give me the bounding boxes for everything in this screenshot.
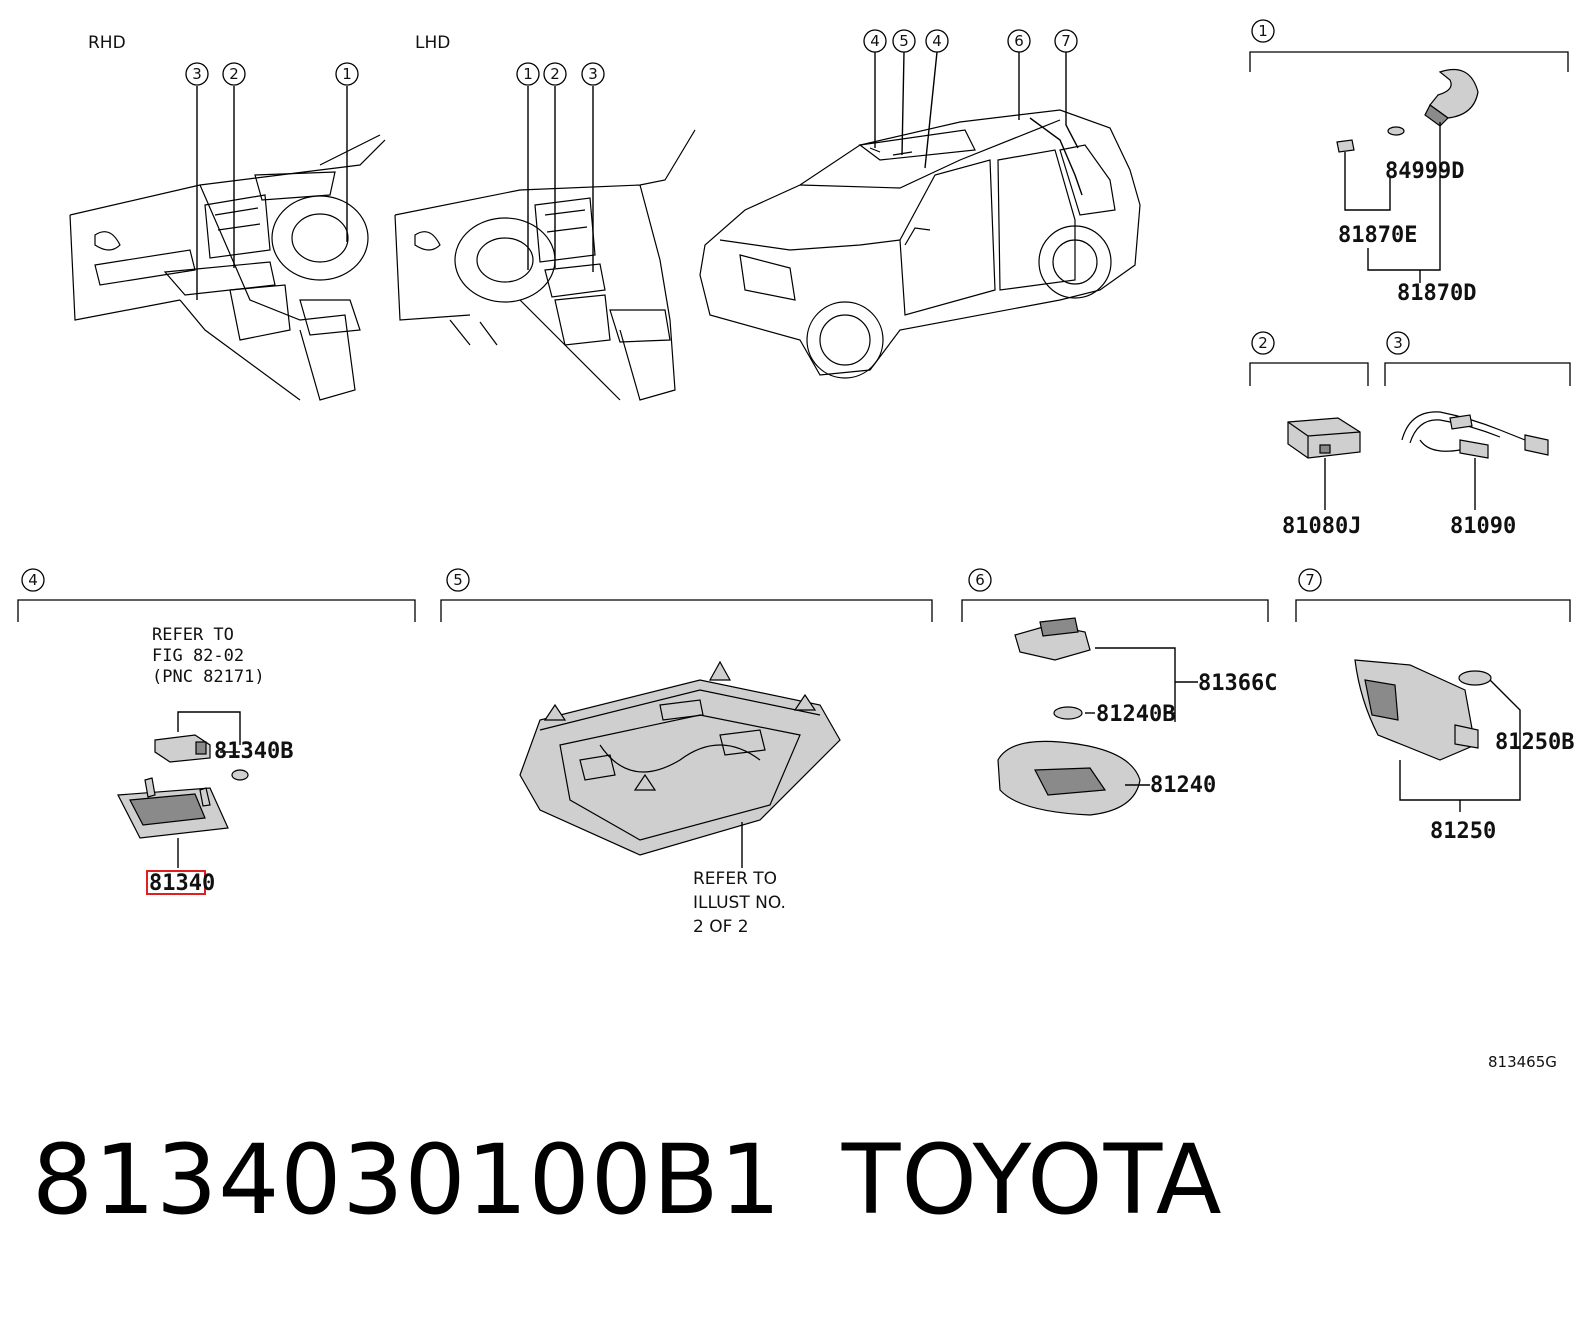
refer-fig-line-2: FIG 82-02 xyxy=(152,646,244,666)
callout-4a-suv: 4 xyxy=(863,29,887,53)
svg-text:1: 1 xyxy=(342,65,352,83)
part-81870D: 81870D xyxy=(1397,281,1476,306)
svg-text:5: 5 xyxy=(899,32,909,50)
group-4: 4 REFER TO FIG 82-02 (PNC 82171) 81340B … xyxy=(17,568,416,896)
parts-diagram: RHD 3 2 1 LHD 1 2 3 xyxy=(17,19,1574,1071)
rhd-label: RHD xyxy=(88,33,126,53)
svg-text:6: 6 xyxy=(1014,32,1024,50)
footer-part-number: 8134030100B1 xyxy=(32,1124,782,1236)
illustration-code: 813465G xyxy=(1488,1053,1557,1071)
callout-3-rhd: 3 xyxy=(185,62,209,86)
svg-text:2: 2 xyxy=(550,65,560,83)
part-81240B: 81240B xyxy=(1096,702,1175,727)
part-81250: 81250 xyxy=(1430,819,1496,844)
svg-text:7: 7 xyxy=(1061,32,1071,50)
group-1-callout: 1 xyxy=(1251,19,1275,43)
svg-text:6: 6 xyxy=(975,571,985,589)
group-3-callout: 3 xyxy=(1386,331,1410,355)
part-84999D: 84999D xyxy=(1385,159,1464,184)
suv-illustration: 4 5 4 6 7 xyxy=(699,29,1141,379)
part-81340B: 81340B xyxy=(214,739,293,764)
svg-text:3: 3 xyxy=(192,65,202,83)
callout-1-rhd: 1 xyxy=(335,62,359,86)
lhd-label: LHD xyxy=(415,33,450,53)
group-5-callout: 5 xyxy=(446,568,470,592)
svg-text:4: 4 xyxy=(870,32,880,50)
refer-illust-line-3: 2 OF 2 xyxy=(693,917,749,937)
callout-6-suv: 6 xyxy=(1007,29,1031,53)
svg-text:1: 1 xyxy=(1258,22,1268,40)
group-4-callout: 4 xyxy=(21,568,45,592)
group-6-callout: 6 xyxy=(968,568,992,592)
svg-text:7: 7 xyxy=(1305,571,1315,589)
refer-illust-line-1: REFER TO xyxy=(693,869,777,889)
group-7: 7 81250B 81250 xyxy=(1295,568,1574,844)
refer-illust-line-2: ILLUST NO. xyxy=(693,893,786,913)
refer-fig-line-3: (PNC 82171) xyxy=(152,667,265,687)
svg-text:5: 5 xyxy=(453,571,463,589)
svg-text:2: 2 xyxy=(1258,334,1268,352)
part-81080J: 81080J xyxy=(1282,514,1361,539)
svg-text:2: 2 xyxy=(229,65,239,83)
group-3: 3 81090 xyxy=(1384,331,1571,539)
svg-text:3: 3 xyxy=(1393,334,1403,352)
svg-text:3: 3 xyxy=(588,65,598,83)
callout-1-lhd: 1 xyxy=(516,62,540,86)
refer-fig-line-1: REFER TO xyxy=(152,625,234,645)
group-7-callout: 7 xyxy=(1298,568,1322,592)
part-81250B: 81250B xyxy=(1495,730,1574,755)
part-81366C: 81366C xyxy=(1198,671,1277,696)
lhd-dashboard-illustration: LHD 1 2 3 xyxy=(394,33,696,401)
footer-brand: TOYOTA xyxy=(841,1124,1223,1236)
svg-text:4: 4 xyxy=(28,571,38,589)
callout-2-rhd: 2 xyxy=(222,62,246,86)
group-1: 1 84999D 81870E 81870D xyxy=(1249,19,1569,306)
callout-4b-suv: 4 xyxy=(925,29,949,53)
svg-text:4: 4 xyxy=(932,32,942,50)
highlight-box xyxy=(146,870,206,895)
callout-3-lhd: 3 xyxy=(581,62,605,86)
rhd-dashboard-illustration: RHD 3 2 1 xyxy=(69,33,386,401)
group-6: 6 81366C 81240B 81240 xyxy=(961,568,1277,816)
callout-7-suv: 7 xyxy=(1054,29,1078,53)
callout-2-lhd: 2 xyxy=(543,62,567,86)
part-81240: 81240 xyxy=(1150,773,1216,798)
part-81340[interactable]: 81340 xyxy=(149,871,215,896)
part-81090: 81090 xyxy=(1450,514,1516,539)
svg-text:1: 1 xyxy=(523,65,533,83)
group-5: 5 REFER TO ILLUST NO. 2 OF 2 xyxy=(440,568,933,937)
part-81870E: 81870E xyxy=(1338,223,1417,248)
group-2: 2 81080J xyxy=(1249,331,1369,539)
callout-5-suv: 5 xyxy=(892,29,916,53)
group-2-callout: 2 xyxy=(1251,331,1275,355)
